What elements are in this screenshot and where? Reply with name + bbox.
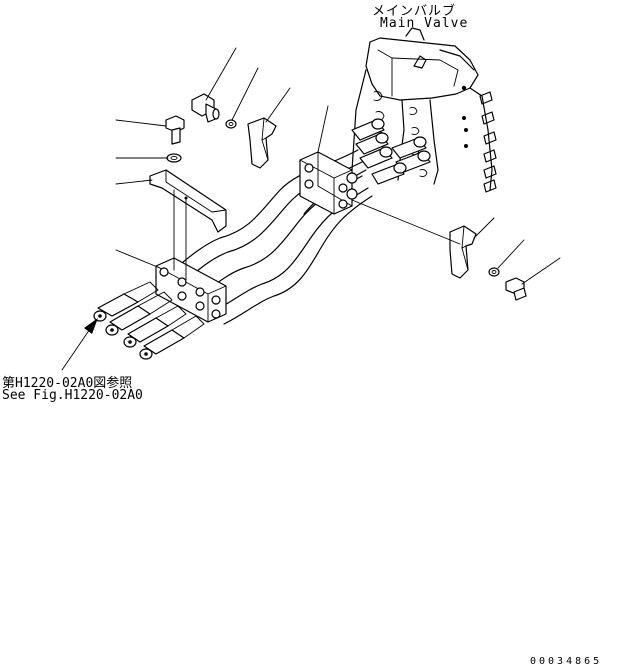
bolt-upper: [191, 93, 220, 123]
assembly-lines: [173, 189, 461, 281]
main-valve-label-jp: メインバルブ: [372, 4, 457, 19]
washer-right: [488, 267, 500, 277]
valve-fittings: [351, 118, 431, 185]
leader-lines: [115, 47, 561, 285]
reference-label-en: See Fig.H1220-02A0: [2, 388, 143, 403]
washer-upper: [225, 119, 237, 129]
washer-left: [166, 153, 182, 163]
reference-arrow: [61, 318, 98, 371]
upper-hose-clamp: [299, 151, 358, 215]
clamp-cap-left: [149, 169, 227, 233]
main-valve-label-en: Main Valve: [380, 16, 469, 31]
bolt-left: [165, 115, 185, 145]
clamp-cap-upper: [247, 117, 277, 169]
lower-hose-clamp: [155, 257, 227, 323]
clamp-cap-right: [449, 225, 477, 279]
drawing-number: 00034865: [530, 656, 603, 667]
bolt-right: [505, 277, 527, 301]
reference-label-jp: 第H1220-02A0図参照: [2, 376, 133, 391]
hose-end-fittings: [93, 281, 205, 360]
